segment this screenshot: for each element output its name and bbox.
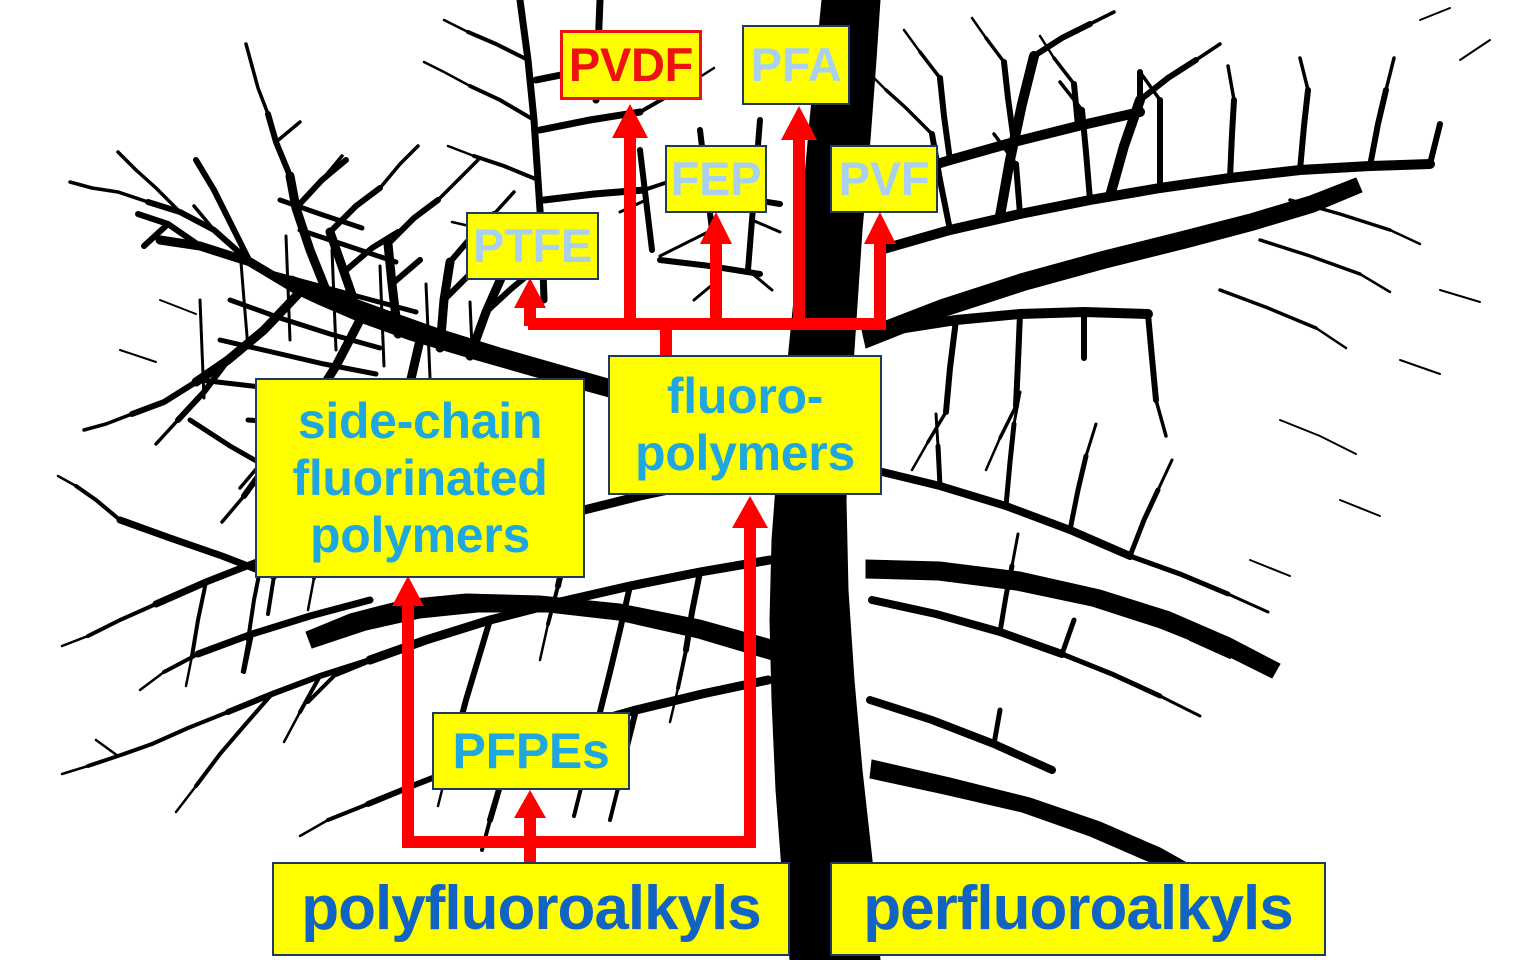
node-polyfluoroalkyls[interactable]: polyfluoroalkyls bbox=[272, 862, 790, 956]
node-fluoropolymers[interactable]: fluoro- polymers bbox=[608, 355, 882, 495]
node-pfpes-label: PFPEs bbox=[452, 722, 610, 779]
node-perfluoroalkyls-label: perfluoroalkyls bbox=[863, 873, 1293, 943]
node-side-chain-fluorinated-polymers[interactable]: side-chain fluorinated polymers bbox=[255, 378, 585, 578]
node-fluoropolymers-line-1: fluoro- bbox=[666, 368, 824, 424]
node-ptfe-label: PTFE bbox=[473, 218, 592, 272]
node-pfpes[interactable]: PFPEs bbox=[432, 712, 630, 790]
node-pfa-label: PFA bbox=[750, 37, 842, 91]
node-pfa[interactable]: PFA bbox=[742, 25, 850, 105]
node-pvf[interactable]: PVF bbox=[830, 145, 938, 213]
node-side-chain-label: side-chain fluorinated polymers bbox=[292, 393, 547, 564]
node-perfluoroalkyls[interactable]: perfluoroalkyls bbox=[830, 862, 1326, 956]
node-pvdf[interactable]: PVDF bbox=[560, 30, 702, 100]
node-ptfe[interactable]: PTFE bbox=[466, 212, 599, 280]
node-side-chain-line-3: polymers bbox=[310, 506, 530, 563]
node-fluoropolymers-label: fluoro- polymers bbox=[635, 368, 855, 482]
node-fep[interactable]: FEP bbox=[665, 145, 767, 213]
node-pvdf-label: PVDF bbox=[568, 37, 694, 91]
node-fluoropolymers-line-2: polymers bbox=[635, 425, 855, 481]
node-fep-label: FEP bbox=[670, 151, 762, 205]
node-polyfluoroalkyls-label: polyfluoroalkyls bbox=[301, 873, 761, 943]
node-side-chain-line-2: fluorinated bbox=[292, 449, 548, 506]
node-pvf-label: PVF bbox=[838, 151, 930, 205]
node-side-chain-line-1: side-chain bbox=[297, 392, 543, 449]
